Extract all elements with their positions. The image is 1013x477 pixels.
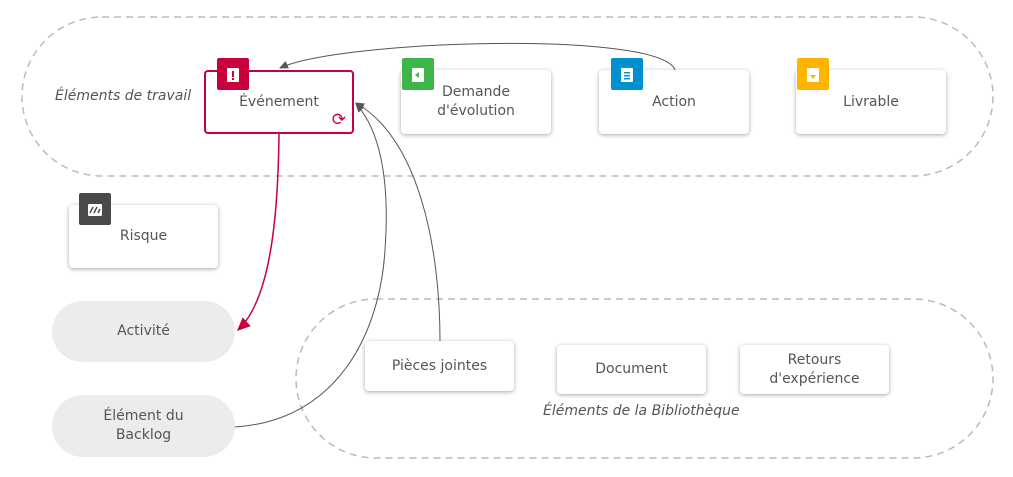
node-label: Événement bbox=[239, 93, 319, 110]
risk-icon bbox=[79, 193, 111, 225]
node-risque[interactable]: Risque bbox=[69, 205, 218, 268]
refresh-icon[interactable]: ⟳ bbox=[331, 110, 346, 130]
node-label: Demande d'évolution bbox=[437, 84, 515, 119]
work-items-group bbox=[21, 16, 994, 177]
backlog-to-evenement-link bbox=[234, 103, 387, 428]
action-to-evenement-link bbox=[279, 42, 676, 71]
node-backlog[interactable]: Élément du Backlog bbox=[52, 395, 235, 457]
node-label: Retours d'expérience bbox=[769, 351, 860, 387]
node-document[interactable]: Document bbox=[557, 345, 706, 394]
node-pieces-jointes[interactable]: Pièces jointes bbox=[365, 341, 514, 391]
node-label: Élément du Backlog bbox=[103, 408, 184, 443]
library-label: Éléments de la Bibliothèque bbox=[543, 403, 740, 419]
node-label: Pièces jointes bbox=[391, 357, 488, 374]
node-activite[interactable]: Activité bbox=[52, 301, 235, 362]
pieces-to-evenement-link bbox=[355, 102, 441, 342]
list-clipboard-icon bbox=[611, 58, 643, 90]
node-label: Action bbox=[652, 93, 696, 110]
node-label: Livrable bbox=[843, 93, 899, 110]
evenement-to-activite-link bbox=[236, 133, 280, 332]
node-label: Activité bbox=[117, 323, 170, 339]
library-group bbox=[295, 298, 994, 459]
download-clipboard-icon bbox=[797, 58, 829, 90]
node-label: Risque bbox=[119, 228, 168, 244]
alert-clipboard-icon bbox=[217, 58, 249, 90]
import-clipboard-icon bbox=[402, 58, 434, 90]
node-retours[interactable]: Retours d'expérience bbox=[740, 345, 889, 394]
node-demande[interactable]: Demande d'évolution bbox=[401, 70, 551, 134]
node-label: Document bbox=[595, 361, 668, 377]
work-items-label: Éléments de travail bbox=[55, 88, 192, 104]
